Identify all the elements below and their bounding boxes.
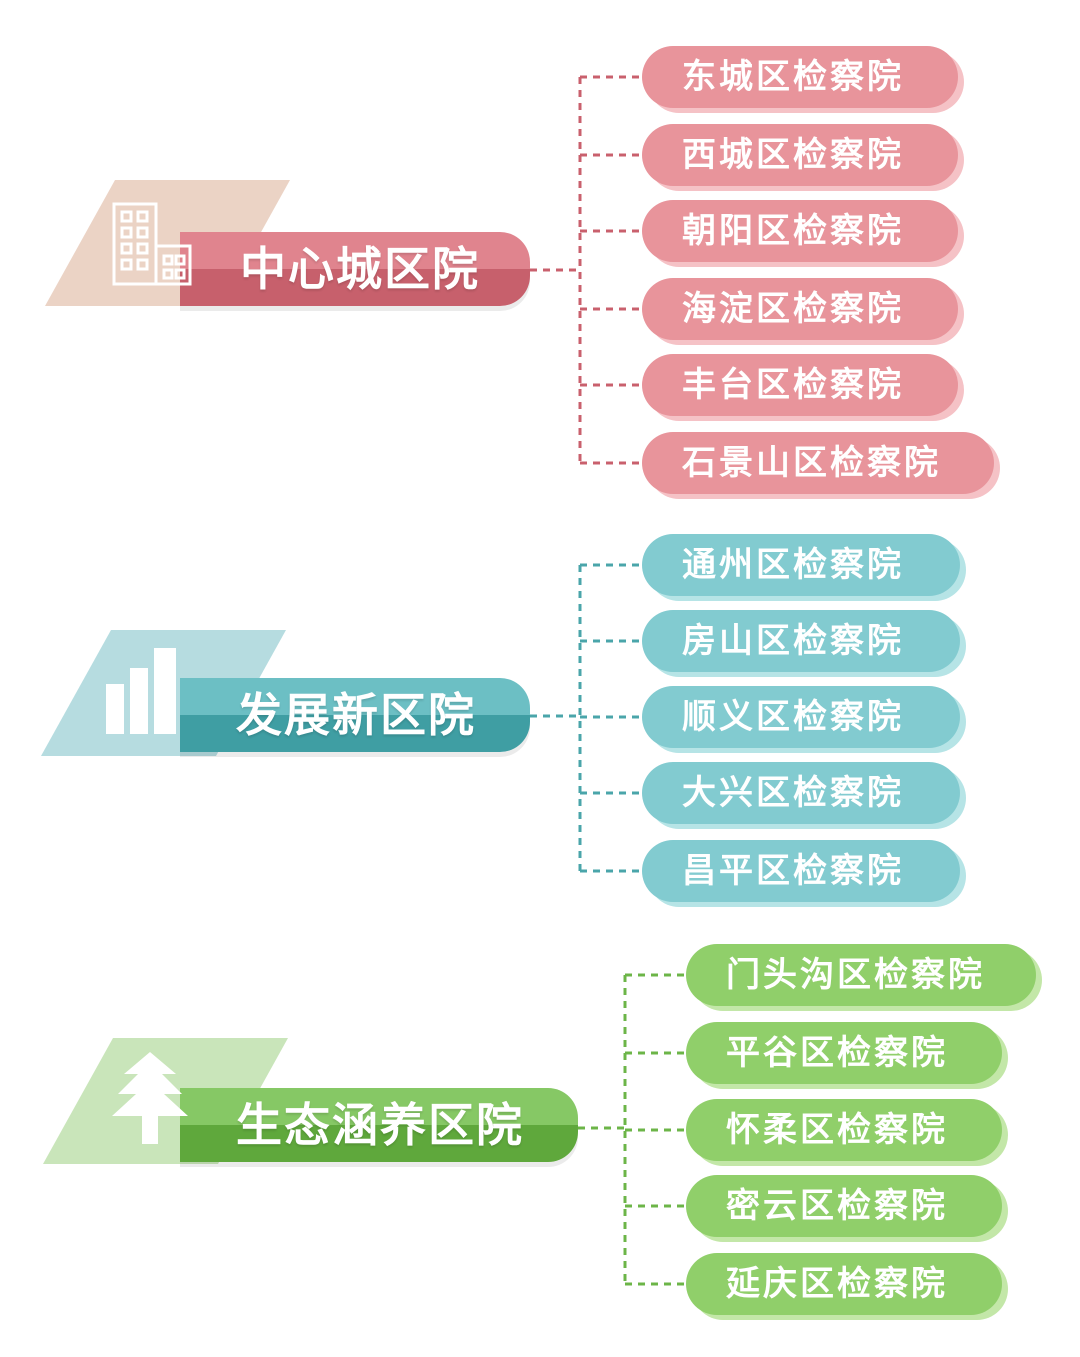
group-development-zone: 发展新区院 通州区检察院 房山区检察院 顺义区检察院 大兴区检察院 昌平区检察院 xyxy=(0,520,1080,920)
district-pill-huairou[interactable]: 怀柔区检察院 xyxy=(686,1099,1002,1161)
district-pill-dongcheng[interactable]: 东城区检察院 xyxy=(642,46,958,108)
district-pill-miyun[interactable]: 密云区检察院 xyxy=(686,1175,1002,1237)
buildings-icon xyxy=(112,202,192,286)
district-pill-fengtai[interactable]: 丰台区检察院 xyxy=(642,354,958,416)
category-ribbon xyxy=(180,232,530,306)
category-label: 生态涵养区院 xyxy=(236,1098,524,1152)
connector-lines xyxy=(530,563,640,873)
district-pill-mentougou[interactable]: 门头沟区检察院 xyxy=(686,944,1036,1006)
group-central-city: 中心城区院 东城区检察院 西城区检察院 朝阳区检察院 海淀区检察院 丰台区检察院… xyxy=(0,0,1080,510)
district-pill-fangshan[interactable]: 房山区检察院 xyxy=(642,610,960,672)
district-pill-tongzhou[interactable]: 通州区检察院 xyxy=(642,534,960,596)
district-pill-changping[interactable]: 昌平区检察院 xyxy=(642,840,960,902)
district-pill-shunyi[interactable]: 顺义区检察院 xyxy=(642,686,960,748)
connector-lines xyxy=(530,75,640,465)
district-pill-xicheng[interactable]: 西城区检察院 xyxy=(642,124,958,186)
category-label: 发展新区院 xyxy=(236,688,476,742)
category-ribbon xyxy=(180,678,530,752)
bar-chart-icon xyxy=(106,648,176,734)
district-pill-chaoyang[interactable]: 朝阳区检察院 xyxy=(642,200,958,262)
district-pill-shijingshan[interactable]: 石景山区检察院 xyxy=(642,432,994,494)
district-pill-haidian[interactable]: 海淀区检察院 xyxy=(642,278,958,340)
connector-lines xyxy=(578,973,684,1286)
district-pill-yanqing[interactable]: 延庆区检察院 xyxy=(686,1253,1002,1315)
district-pill-pinggu[interactable]: 平谷区检察院 xyxy=(686,1022,1002,1084)
group-ecological-zone: 生态涵养区院 门头沟区检察院 平谷区检察院 怀柔区检察院 密云区检察院 延庆区检… xyxy=(0,930,1080,1357)
category-label: 中心城区院 xyxy=(240,242,480,296)
category-ribbon xyxy=(180,1088,578,1162)
district-pill-daxing[interactable]: 大兴区检察院 xyxy=(642,762,960,824)
pine-tree-icon xyxy=(112,1052,188,1144)
